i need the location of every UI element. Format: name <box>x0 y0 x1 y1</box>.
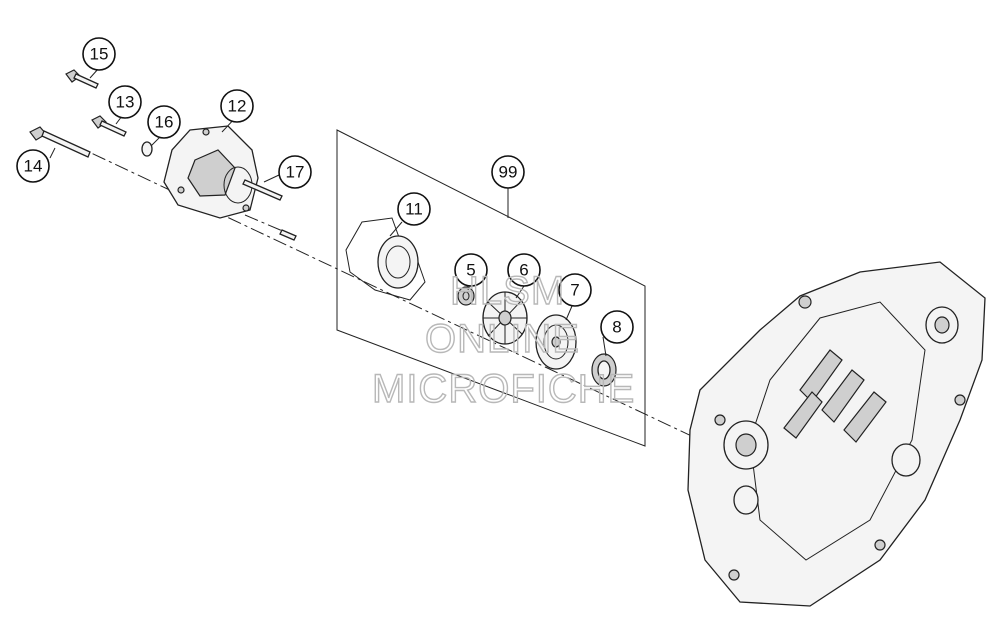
svg-text:99: 99 <box>499 163 518 182</box>
svg-text:6: 6 <box>519 261 528 280</box>
svg-text:14: 14 <box>24 157 43 176</box>
callout-12: 12 <box>220 89 254 123</box>
callout-14: 14 <box>16 149 50 183</box>
callout-13: 13 <box>108 85 142 119</box>
callout-6: 6 <box>507 253 541 287</box>
callout-8: 8 <box>600 310 634 344</box>
svg-text:5: 5 <box>466 261 475 280</box>
dowel-pin-17 <box>242 179 297 241</box>
bolt-13 <box>91 115 127 137</box>
shaft-seal-8 <box>591 353 617 387</box>
callout-5: 5 <box>454 253 488 287</box>
watermark-line-1: HLSM <box>450 269 565 313</box>
svg-text:15: 15 <box>90 45 109 64</box>
seal-disc-7 <box>535 314 577 370</box>
callout-7: 7 <box>558 273 592 307</box>
nut-5 <box>457 286 475 306</box>
callout-15: 15 <box>82 37 116 71</box>
clutch-cover-casing <box>687 261 986 607</box>
long-bolt-14 <box>29 126 91 158</box>
callout-11: 11 <box>397 192 431 226</box>
svg-text:17: 17 <box>286 163 305 182</box>
callout-99: 99 <box>491 155 525 189</box>
watermark: HLSM ONLINE MICROFICHE <box>371 268 635 411</box>
callout-17: 17 <box>278 155 312 189</box>
assembly-axis-line <box>69 142 701 441</box>
svg-text:13: 13 <box>116 93 135 112</box>
water-pump-cover-12 <box>163 125 259 219</box>
svg-text:7: 7 <box>570 281 579 300</box>
watermark-line-2: ONLINE <box>425 317 580 361</box>
bolt-15 <box>65 69 99 89</box>
svg-text:8: 8 <box>612 318 621 337</box>
watermark-line-3: MICROFICHE <box>372 367 635 411</box>
svg-text:16: 16 <box>155 113 174 132</box>
kit-frame-99 <box>336 129 646 447</box>
washer-16 <box>141 141 153 157</box>
assembly-axis-line-upper <box>244 214 293 236</box>
svg-text:11: 11 <box>405 200 423 219</box>
impeller-6 <box>482 291 528 345</box>
svg-text:12: 12 <box>228 97 247 116</box>
callout-16: 16 <box>147 105 181 139</box>
gasket-11 <box>345 217 426 301</box>
